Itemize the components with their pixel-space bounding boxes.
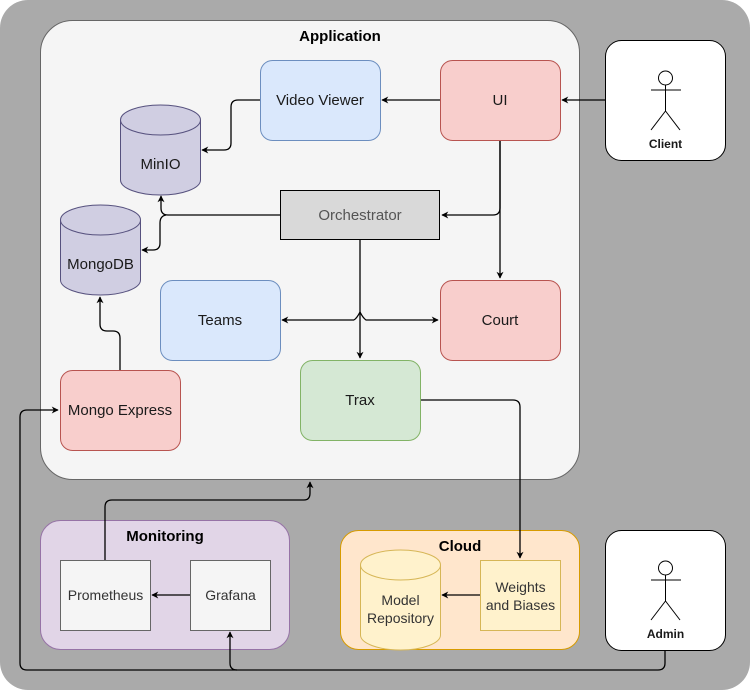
edge-orchestrator-minio	[157, 195, 280, 216]
admin-actor[interactable]: Admin	[605, 530, 726, 651]
trax-box	[300, 360, 421, 441]
video-viewer-node[interactable]: Video Viewer	[260, 60, 381, 141]
teams-node[interactable]: Teams	[160, 280, 281, 361]
mongodb-cylinder-top	[60, 219, 141, 236]
model-repository-node[interactable]: Model Repository	[360, 549, 441, 651]
mongo-express-label: Mongo Express	[68, 402, 172, 419]
orchestrator-box	[280, 190, 440, 240]
court-label: Court	[482, 312, 520, 329]
model-repository-label-line1: Model	[381, 592, 419, 608]
teams-box	[160, 280, 281, 361]
ui-label: UI	[493, 92, 508, 109]
application-title: Application	[299, 28, 381, 45]
edge-admin-mongo-express	[19, 406, 237, 671]
edge-orchestrator-mongodb	[141, 214, 167, 254]
client-actor[interactable]: Client	[605, 40, 726, 161]
video-viewer-box	[260, 60, 381, 141]
weights-biases-box	[480, 560, 561, 631]
minio-label: MinIO	[140, 156, 180, 173]
edge-admin-grafana	[226, 631, 666, 671]
edges	[19, 96, 666, 671]
admin-label: Admin	[647, 627, 684, 641]
minio-cylinder-top	[120, 119, 201, 136]
weights-biases-label-line2: and Biases	[486, 597, 555, 613]
prometheus-box	[60, 560, 151, 631]
grafana-node[interactable]: Grafana	[190, 560, 271, 631]
ui-box	[440, 60, 561, 141]
video-viewer-label: Video Viewer	[276, 92, 364, 109]
edge-trax-weights-biases	[420, 399, 524, 559]
edge-orchestrator-court	[359, 311, 439, 324]
edge-jump-teams	[353, 311, 361, 321]
trax-label: Trax	[345, 392, 375, 409]
edge-video-viewer-minio	[201, 99, 260, 154]
model-repository-cylinder	[360, 549, 441, 651]
edge-prometheus-application	[104, 481, 314, 560]
weights-biases-label-line1: Weights	[495, 579, 545, 595]
prometheus-label: Prometheus	[68, 587, 143, 603]
cloud-title: Cloud	[439, 538, 482, 555]
court-node[interactable]: Court	[440, 280, 561, 361]
person-icon	[650, 70, 681, 131]
person-icon	[650, 560, 681, 621]
grafana-box	[190, 560, 271, 631]
client-label: Client	[649, 137, 682, 151]
minio-cylinder	[120, 104, 201, 196]
orchestrator-node[interactable]: Orchestrator	[280, 190, 440, 240]
weights-biases-node[interactable]: Weights and Biases	[480, 560, 561, 631]
edge-mongo-express-mongodb	[96, 296, 121, 370]
mongodb-label: MongoDB	[67, 256, 134, 273]
minio-node[interactable]: MinIO	[120, 104, 201, 196]
mongodb-cylinder	[60, 204, 141, 296]
mongodb-node[interactable]: MongoDB	[60, 204, 141, 296]
grafana-label: Grafana	[205, 587, 256, 603]
teams-label: Teams	[198, 312, 242, 329]
mongo-express-node[interactable]: Mongo Express	[60, 370, 181, 451]
prometheus-node[interactable]: Prometheus	[60, 560, 151, 631]
model-repository-label-line2: Repository	[367, 610, 434, 626]
mongo-express-box	[60, 370, 181, 451]
trax-node[interactable]: Trax	[300, 360, 421, 441]
orchestrator-label: Orchestrator	[318, 207, 401, 224]
court-box	[440, 280, 561, 361]
monitoring-title: Monitoring	[126, 528, 203, 545]
model-repository-cylinder-top	[360, 564, 441, 581]
ui-node[interactable]: UI	[440, 60, 561, 141]
